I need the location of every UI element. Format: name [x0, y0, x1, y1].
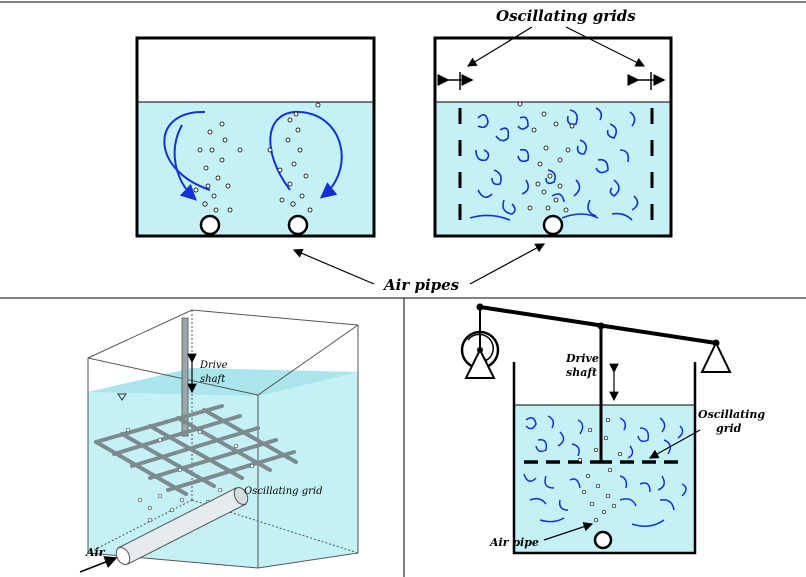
label-drive-shaft-2: shaft [200, 374, 226, 385]
air-pipe-icon [542, 214, 564, 236]
label-oscillating-grids: Oscillating grids [496, 7, 636, 25]
label-oscillating: Oscillating [698, 408, 765, 421]
air-pipe-icon [199, 214, 221, 236]
right-tank [433, 36, 673, 238]
eddy-icon [523, 415, 687, 527]
label-grid: grid [716, 422, 742, 435]
bubble-icon [517, 101, 575, 213]
air-pipe-icon [287, 214, 309, 236]
top-panel: Oscillating grids Air pipes [135, 7, 673, 294]
left-tank [135, 36, 376, 238]
label-air-pipe: Air pipe [489, 536, 539, 549]
label-air: Air [85, 546, 106, 559]
pivot-triangle-icon [464, 340, 732, 379]
bubble-icon [577, 417, 623, 523]
air-pipe-icon [593, 530, 613, 550]
bubble-icon [193, 102, 321, 213]
eddy-icon [469, 107, 639, 221]
label-drive-shaft-1: Drive [199, 360, 228, 371]
bottom-left-panel: Drive shaft [79, 309, 359, 573]
bottom-right-panel: Drive shaft [460, 303, 765, 555]
label-drive-shaft-2: shaft [566, 366, 597, 379]
label-drive-shaft-1: Drive [565, 352, 599, 365]
oscillating-grid-mesh [94, 404, 298, 496]
double-arrow-icon [437, 72, 666, 90]
label-oscillating-grid: Oscillating grid [244, 486, 323, 497]
air-pipe-icon [115, 487, 249, 565]
label-air-pipes: Air pipes [382, 276, 460, 294]
